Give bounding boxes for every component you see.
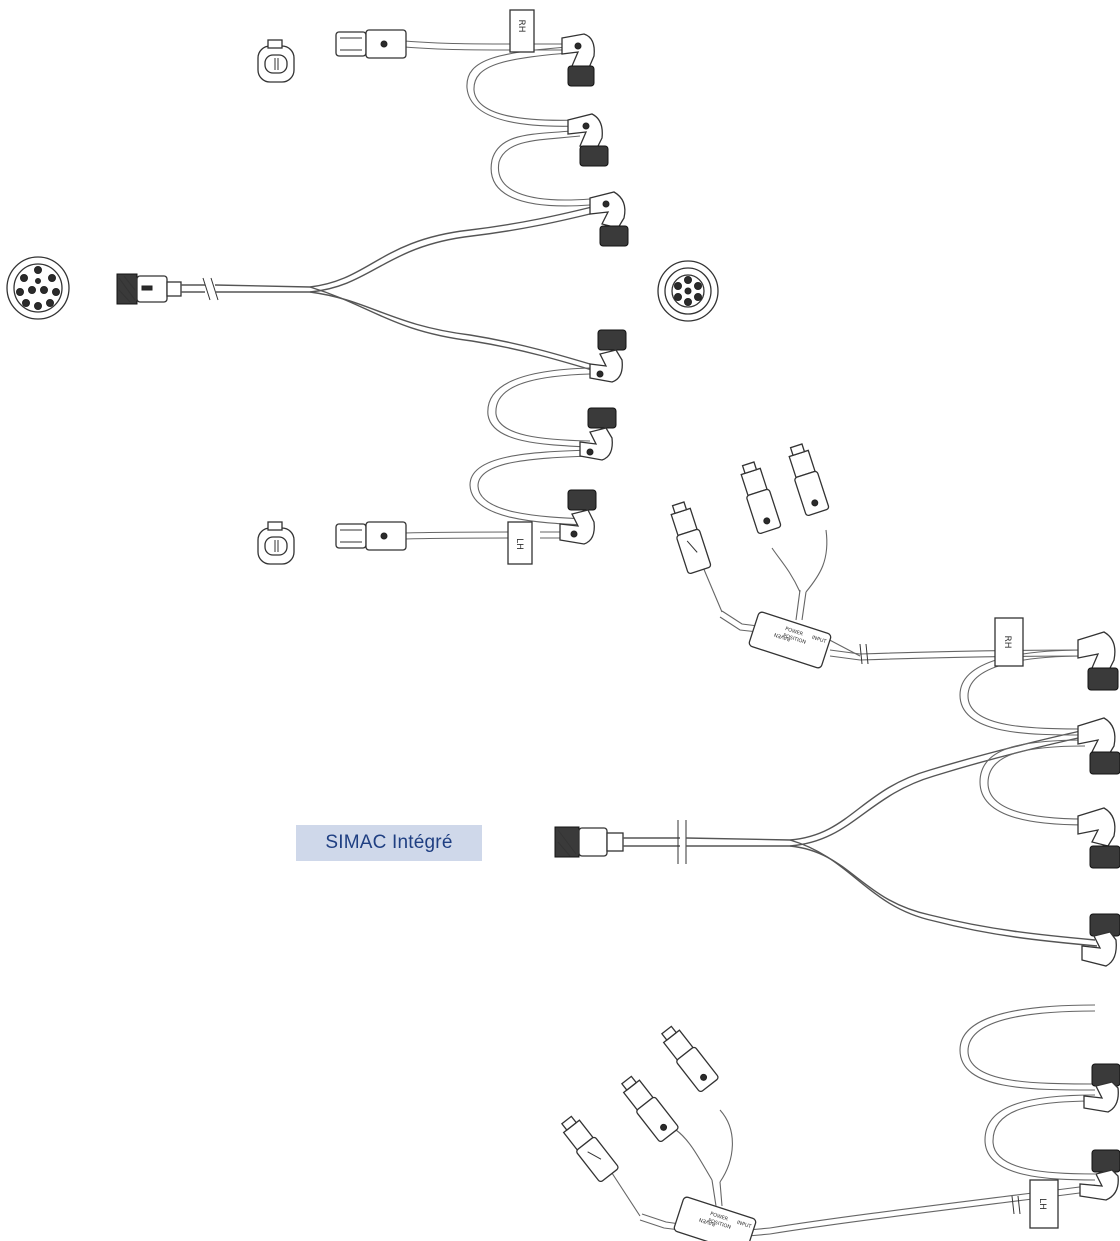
raven-brand-bottom: RAVEN bbox=[698, 1216, 716, 1227]
lh-tag-label-bottom: LH bbox=[1037, 1198, 1047, 1210]
elbow-connector-3 bbox=[589, 191, 629, 247]
two-pin-face-bottom bbox=[257, 521, 295, 565]
module-label-input-top: INPUT bbox=[811, 635, 828, 646]
elbow-connector-1 bbox=[561, 33, 595, 87]
elbow-connector-b5 bbox=[1083, 1063, 1120, 1113]
lh-tag-top: LH bbox=[507, 521, 533, 565]
module-label-power-top: POWER bbox=[784, 626, 804, 638]
top-harness: RH LH bbox=[6, 9, 719, 565]
module-label-power-bottom: POWER bbox=[709, 1211, 729, 1223]
two-pin-plug-top bbox=[335, 29, 407, 59]
elbow-connector-b6 bbox=[1079, 1149, 1120, 1201]
elbow-connector-5 bbox=[579, 407, 617, 461]
rh-tag-bottom: RH bbox=[994, 617, 1024, 667]
elbow-connector-2 bbox=[567, 113, 609, 167]
elbow-connector-6 bbox=[559, 489, 597, 545]
round-connector-face-right bbox=[657, 260, 719, 322]
rh-tag-label-top: RH bbox=[516, 19, 526, 32]
simac-integre-label: SIMAC Intégré bbox=[296, 825, 482, 861]
raven-brand-top: RAVEN bbox=[773, 631, 791, 642]
rh-tag-top: RH bbox=[509, 9, 535, 53]
lh-tag-bottom: LH bbox=[1029, 1179, 1059, 1229]
main-plug-bottom bbox=[554, 826, 624, 858]
raven-module-top: RAVEN INPUT POWER POSITION bbox=[670, 443, 869, 669]
raven-module-bottom: RAVEN INPUT POWER POSITION bbox=[560, 1025, 1021, 1241]
elbow-connector-4 bbox=[589, 329, 627, 383]
bottom-harness: RH LH bbox=[554, 443, 1120, 1241]
rh-tag-label-bottom: RH bbox=[1002, 635, 1012, 648]
elbow-connector-b2 bbox=[1077, 717, 1120, 775]
two-pin-face-top bbox=[257, 39, 295, 83]
elbow-connector-b1 bbox=[1077, 631, 1119, 691]
lh-tag-label-top: LH bbox=[514, 538, 524, 550]
main-plug-top bbox=[116, 273, 182, 305]
two-pin-plug-bottom bbox=[335, 521, 407, 551]
elbow-connector-b3 bbox=[1077, 807, 1120, 869]
elbow-connector-b4 bbox=[1081, 913, 1120, 967]
module-label-input-bottom: INPUT bbox=[736, 1220, 753, 1231]
round-connector-face-left bbox=[6, 256, 70, 320]
